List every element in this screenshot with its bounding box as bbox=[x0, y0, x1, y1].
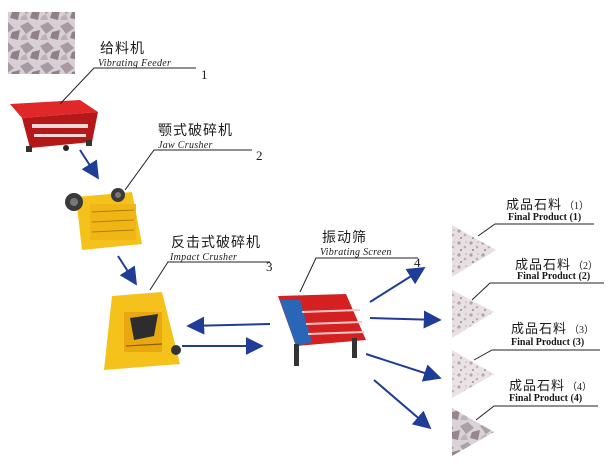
product-4-en-label: Final Product (4) bbox=[509, 393, 583, 404]
flow-arrow-jaw-to-impact bbox=[117, 255, 137, 286]
final-product-pile-1 bbox=[452, 225, 496, 277]
vibrating-screen-machine bbox=[278, 294, 366, 366]
product-leader-3 bbox=[473, 349, 600, 361]
step-1-cn-label: 给料机 bbox=[100, 41, 145, 57]
vibrating-feeder-machine bbox=[10, 100, 98, 152]
product-4-cn: 成品石料 bbox=[509, 379, 566, 394]
step-4-en-label: Vibrating Screen bbox=[320, 247, 392, 258]
product-leader-4 bbox=[475, 405, 598, 421]
step-3-cn-label: 反击式破碎机 bbox=[171, 235, 261, 251]
leader-line-3 bbox=[149, 261, 270, 291]
flow-arrow-product-4 bbox=[373, 379, 432, 430]
product-leader-2 bbox=[471, 282, 604, 301]
flow-arrow-product-3 bbox=[365, 353, 442, 382]
product-3-en-label: Final Product (3) bbox=[511, 337, 585, 348]
product-3-cn: 成品石料 bbox=[511, 322, 568, 337]
step-2-cn-label: 颚式破碎机 bbox=[158, 123, 233, 139]
product-1-en-label: Final Product (1) bbox=[508, 212, 582, 223]
jaw-crusher-machine bbox=[65, 188, 142, 250]
step-1-en-label: Vibrating Feeder bbox=[98, 58, 172, 69]
raw-stone-image bbox=[8, 12, 75, 74]
product-4-num: （4） bbox=[567, 382, 593, 393]
product-1-cn-label: 成品石料（1） bbox=[506, 197, 589, 213]
final-product-pile-3 bbox=[452, 350, 494, 398]
final-product-pile-4 bbox=[452, 408, 494, 456]
leader-line-1 bbox=[59, 67, 196, 105]
flow-arrow-feeder-to-jaw bbox=[79, 149, 99, 180]
product-2-cn-label: 成品石料（2） bbox=[515, 257, 598, 273]
leader-line-4 bbox=[299, 257, 418, 293]
flow-arrow-product-1 bbox=[369, 267, 426, 303]
step-3-number: 3 bbox=[266, 259, 273, 274]
product-leader-1 bbox=[477, 223, 594, 237]
product-4-cn-label: 成品石料（4） bbox=[509, 378, 592, 394]
step-3-en-label: Impact Crusher bbox=[170, 252, 238, 263]
final-product-pile-2 bbox=[452, 290, 494, 338]
step-1-number: 1 bbox=[201, 67, 208, 82]
step-2-number: 2 bbox=[256, 148, 263, 163]
product-3-cn-label: 成品石料（3） bbox=[511, 321, 594, 337]
product-3-num: （3） bbox=[569, 325, 595, 336]
flow-arrow-product-2 bbox=[369, 310, 442, 329]
impact-crusher-machine bbox=[104, 292, 181, 370]
step-2-en-label: Jaw Crusher bbox=[158, 140, 213, 151]
product-2-num: （2） bbox=[573, 261, 599, 272]
step-4-cn-label: 振动筛 bbox=[322, 230, 367, 246]
product-2-en-label: Final Product (2) bbox=[517, 271, 591, 282]
product-1-num: （1） bbox=[564, 201, 590, 212]
leader-line-2 bbox=[124, 149, 252, 191]
step-4-number: 4 bbox=[414, 255, 421, 270]
product-1-cn: 成品石料 bbox=[506, 198, 563, 213]
flow-arrow-screen-return bbox=[186, 316, 271, 335]
product-2-cn: 成品石料 bbox=[515, 258, 572, 273]
